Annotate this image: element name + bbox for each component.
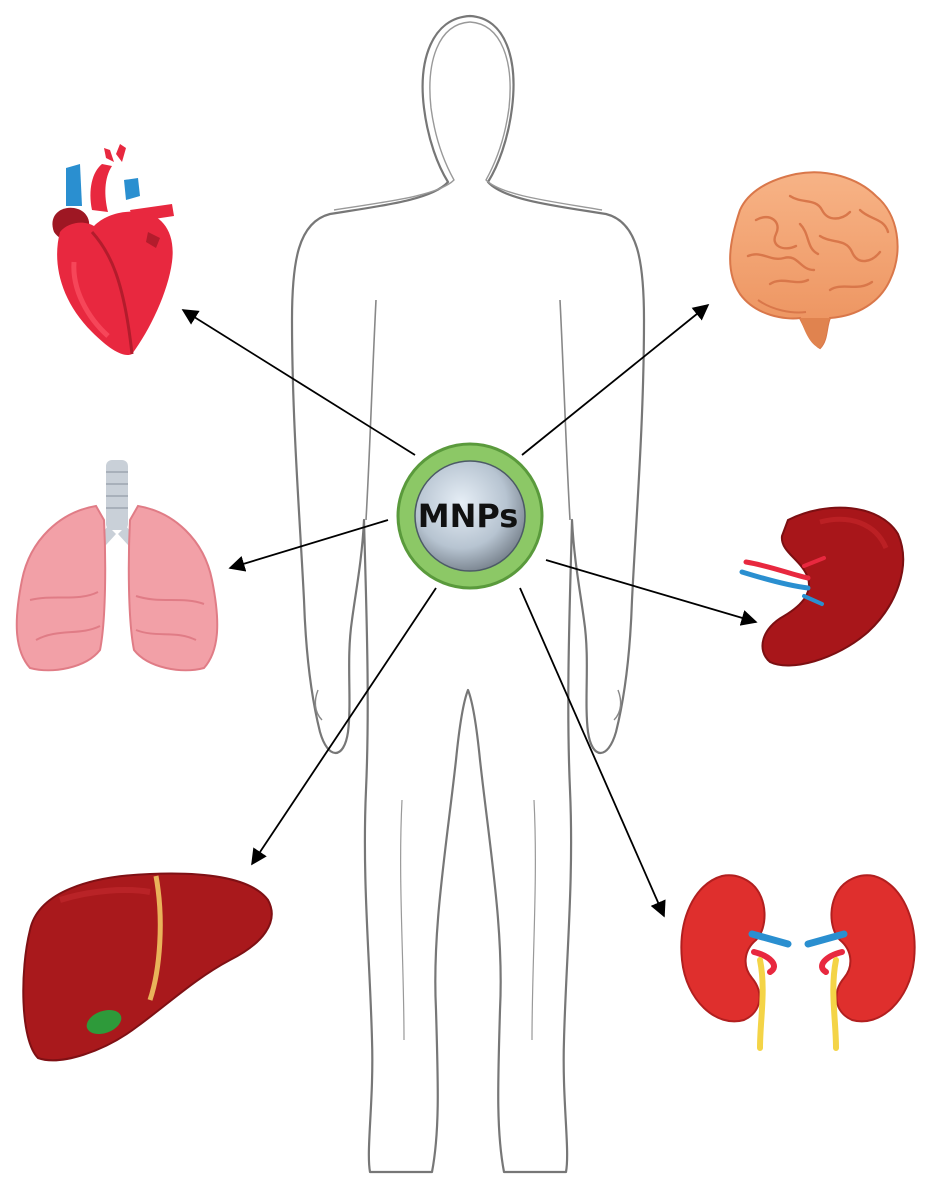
- brain-icon: [730, 172, 897, 348]
- arrow-to-heart: [183, 310, 415, 455]
- lungs-icon: [17, 460, 218, 670]
- kidneys-icon: [681, 875, 914, 1048]
- mnps-particle: MNPs: [398, 444, 542, 588]
- arrow-to-liver: [252, 588, 436, 864]
- liver-icon: [23, 874, 271, 1061]
- arrow-to-brain: [522, 305, 708, 455]
- arrow-to-kidneys: [520, 588, 664, 916]
- human-body-outline: [292, 16, 644, 1172]
- mnps-label: MNPs: [418, 497, 519, 535]
- heart-icon: [52, 144, 174, 355]
- arrow-to-spleen: [546, 560, 756, 622]
- spleen-icon: [742, 508, 903, 666]
- arrows: [183, 305, 756, 916]
